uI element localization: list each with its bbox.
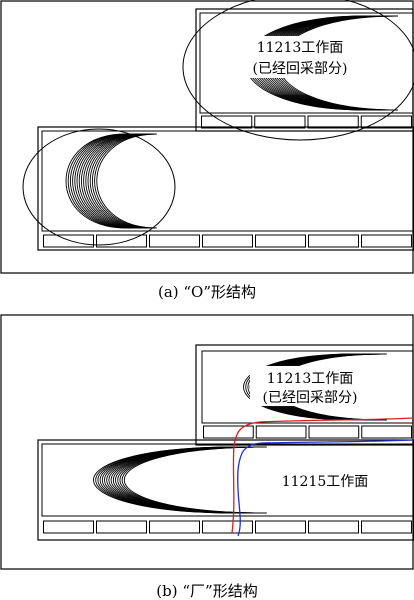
panel-b-label-bg	[250, 366, 370, 406]
panel-a-lower-goaf-arcs	[65, 133, 157, 229]
support-block	[202, 520, 253, 534]
goaf-arc	[94, 133, 155, 229]
goaf-arc	[123, 446, 267, 514]
panel-a-frame	[0, 0, 414, 274]
panel-b-lower-blocks	[43, 520, 412, 534]
panel-b-lower-inner	[41, 443, 414, 517]
support-block	[361, 234, 412, 248]
support-block	[43, 520, 94, 534]
support-block	[255, 425, 307, 439]
goaf-arc	[89, 133, 151, 229]
panel-a-label-bg	[240, 36, 360, 78]
goaf-arc	[97, 446, 241, 514]
goaf-arc	[74, 133, 135, 229]
panel-b-lower-outer	[37, 439, 414, 541]
panel-a-caption: (a) “O”形结构	[158, 283, 256, 301]
panel-a-label-line2: (已经回采部分)	[253, 61, 348, 77]
goaf-arc	[104, 446, 248, 514]
support-block	[202, 234, 253, 248]
goaf-arc	[83, 133, 144, 229]
support-block	[308, 234, 359, 248]
support-block	[308, 425, 360, 439]
panel-a-lower-ellipse	[22, 128, 176, 246]
support-block	[361, 425, 412, 439]
panel-a-lower-inner	[41, 130, 414, 232]
goaf-arc	[91, 133, 153, 229]
support-block	[361, 520, 412, 534]
goaf-arc	[99, 446, 243, 514]
panel-a-upper-blocks	[201, 115, 412, 129]
panel-b-lower-goaf-arcs	[93, 446, 267, 514]
goaf-arc	[67, 133, 129, 229]
support-block	[201, 115, 253, 129]
goaf-arc	[65, 133, 127, 229]
panel-a-lower-blocks	[43, 234, 412, 248]
panel-b-upper-inner	[201, 350, 414, 424]
support-block	[255, 234, 306, 248]
panel-a-upper-inner	[199, 12, 414, 114]
support-block	[149, 234, 200, 248]
support-block	[149, 520, 200, 534]
goaf-arc	[106, 446, 250, 514]
panel-a-label-line1: 11213工作面	[257, 40, 344, 56]
panel-b-caption: (b) “厂”形结构	[156, 582, 257, 600]
panel-b-upper-blocks	[203, 425, 412, 439]
support-block	[203, 425, 254, 439]
goaf-arc	[69, 133, 131, 229]
panel-b-label-lower: 11215工作面	[282, 474, 369, 490]
support-block	[255, 520, 306, 534]
panel-b-blue-boundary	[237, 439, 414, 537]
goaf-arc	[85, 133, 146, 229]
support-block	[43, 234, 94, 248]
goaf-arc	[93, 446, 237, 514]
goaf-arc	[78, 133, 140, 229]
support-block	[96, 234, 147, 248]
support-block	[308, 520, 359, 534]
panel-b: 11213工作面 (已经回采部分) 11215工作面 (b) “厂”形结构	[0, 314, 414, 600]
panel-b-red-boundary	[231, 417, 414, 534]
support-block	[307, 115, 359, 129]
panel-a-upper-ellipse	[182, 0, 414, 141]
goaf-arc	[87, 133, 149, 229]
goaf-arc	[96, 133, 157, 229]
support-block	[96, 520, 147, 534]
support-block	[254, 115, 306, 129]
goaf-arc	[95, 446, 239, 514]
panel-b-label-line2: (已经回采部分)	[263, 390, 358, 406]
goaf-arc	[76, 133, 138, 229]
panel-a-lower-outer	[37, 126, 414, 251]
panel-b-label-line1: 11213工作面	[267, 371, 354, 387]
panel-a: 11213工作面 (已经回采部分) (a) “O”形结构	[0, 0, 414, 301]
goaf-arc	[80, 133, 142, 229]
goaf-arc	[72, 133, 133, 229]
goaf-arc	[101, 446, 245, 514]
